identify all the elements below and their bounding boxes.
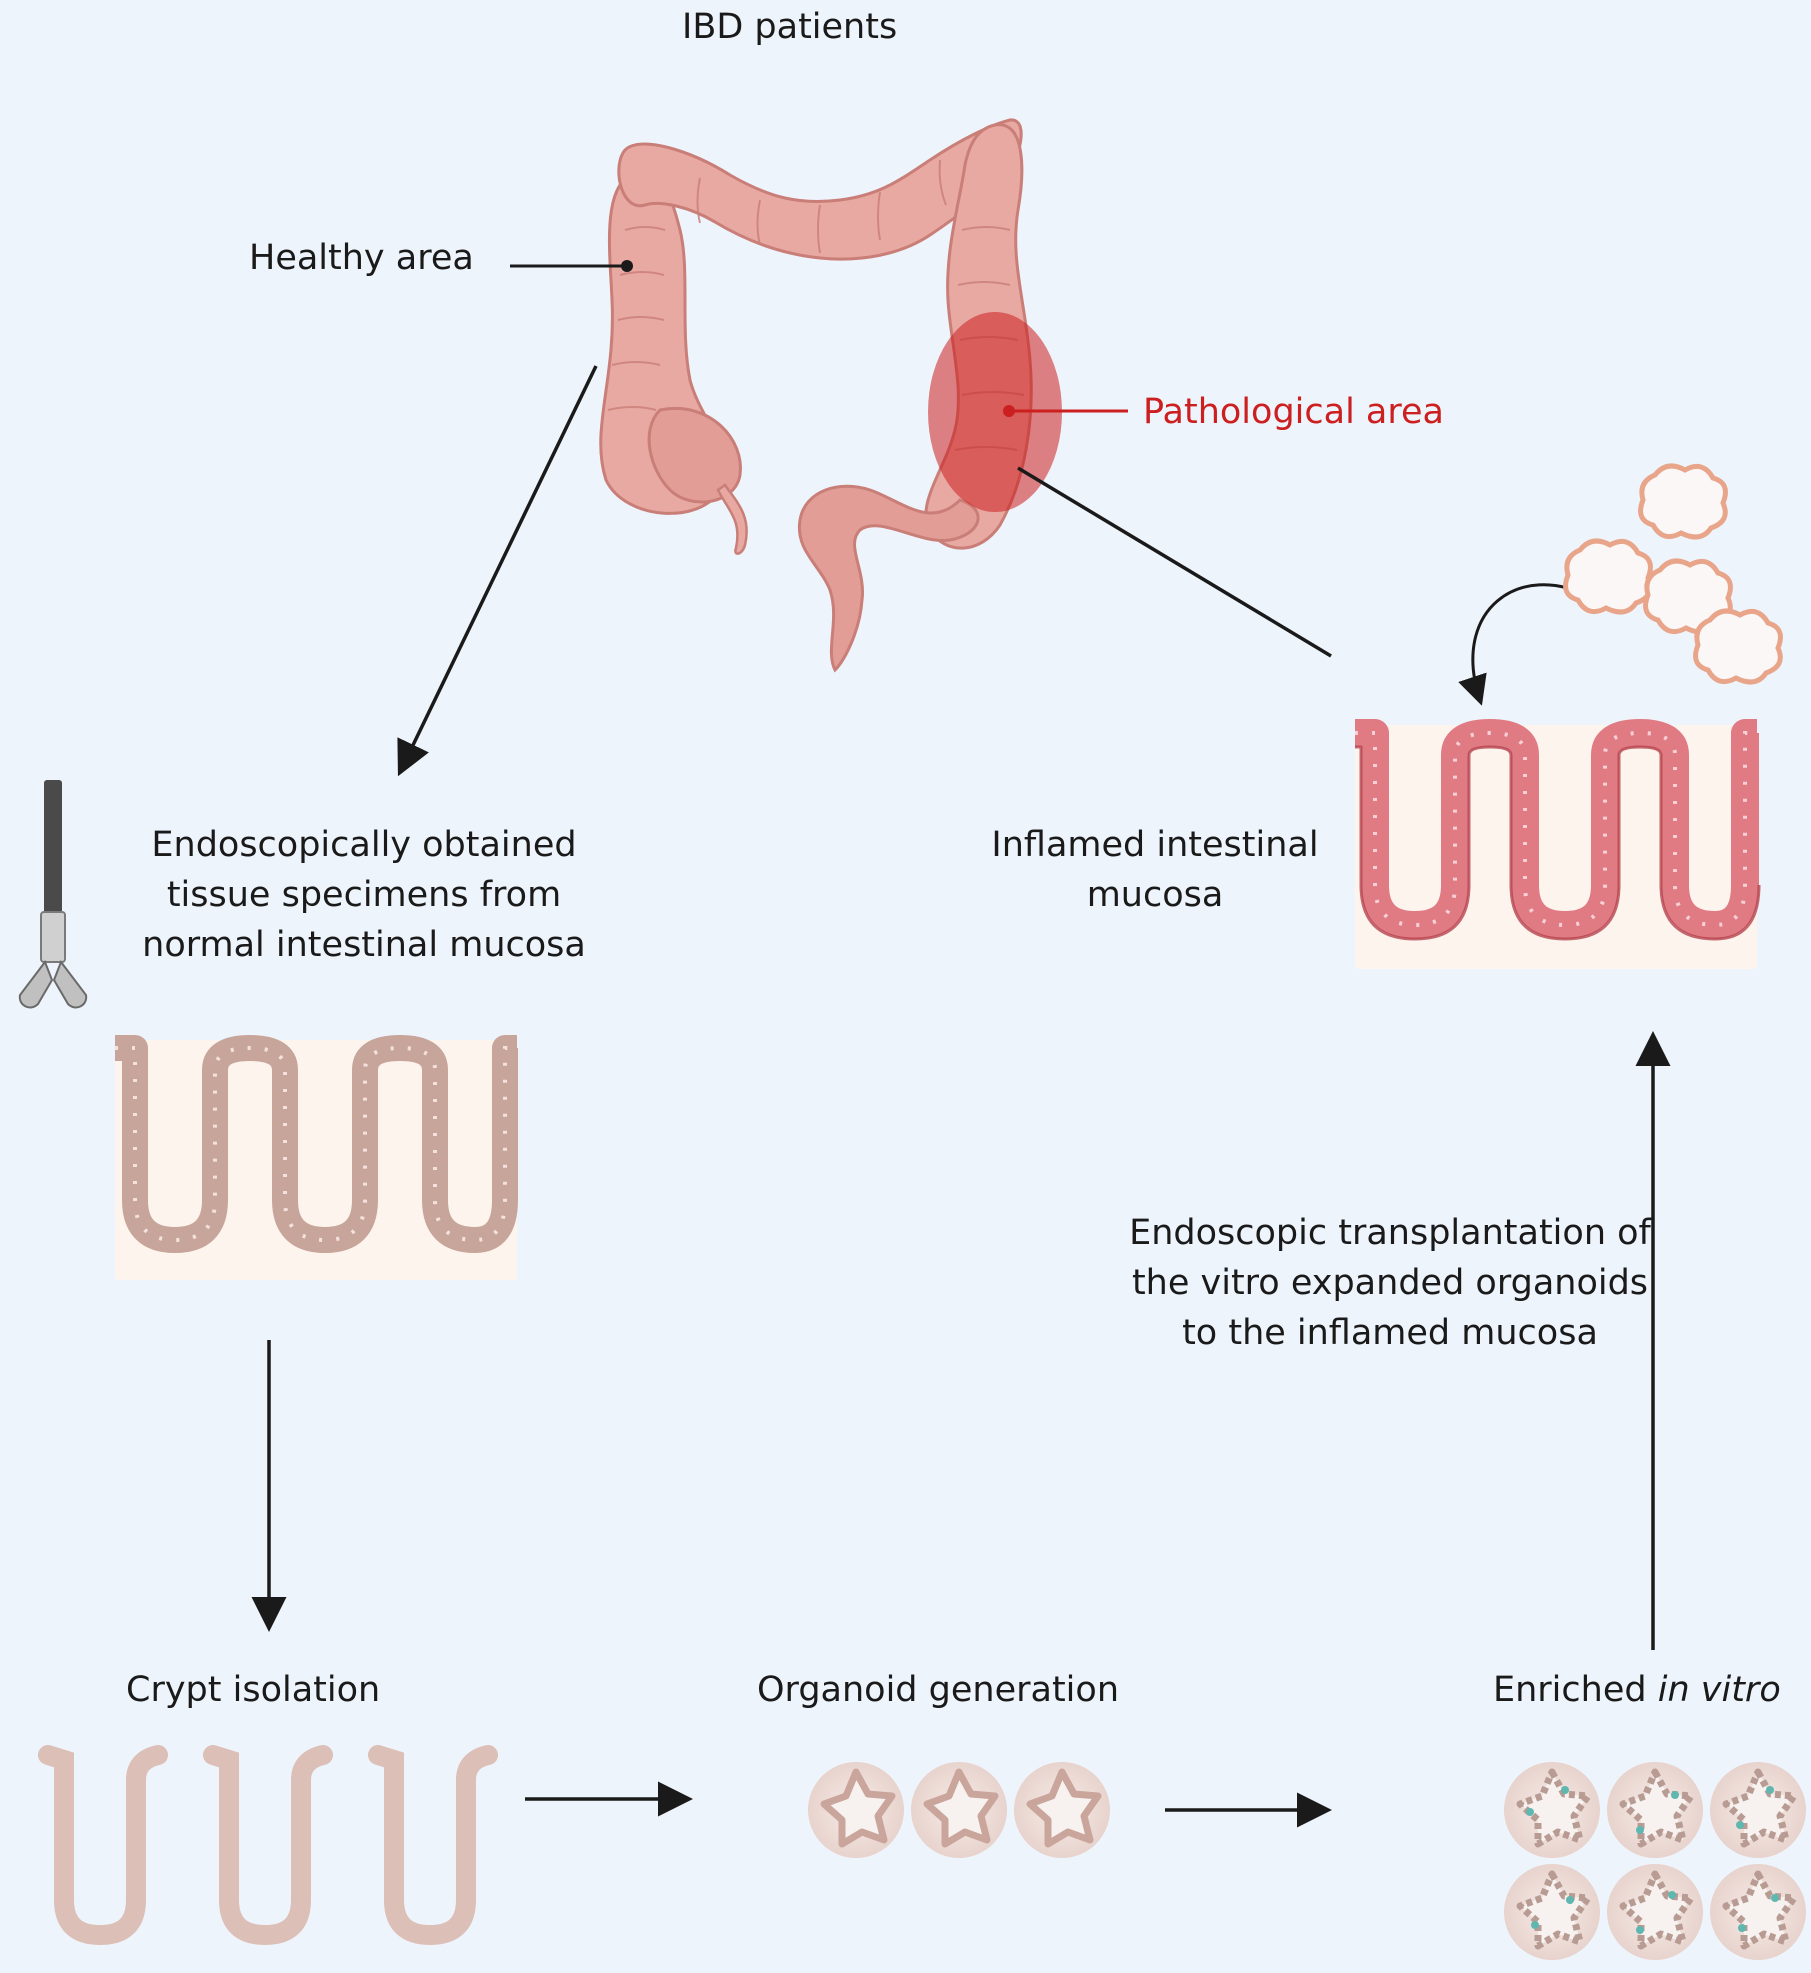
organoid-generation-illustration: [808, 1762, 1110, 1858]
label-inflamed-line-2: mucosa: [1086, 875, 1224, 915]
colon-illustration: [510, 118, 1128, 673]
pathological-area-marker: [928, 312, 1062, 512]
label-specimens: Endoscopically obtained tissue specimens…: [130, 820, 598, 970]
label-pathological-area: Pathological area: [1143, 392, 1444, 432]
transplant-organoids-cluster: [1563, 463, 1783, 685]
label-specimens-line-1: Endoscopically obtained: [151, 825, 577, 865]
arrow-colon-to-biopsy: [397, 365, 598, 777]
label-inflamed-mucosa: Inflamed intestinal mucosa: [975, 820, 1335, 920]
label-enriched-in-vitro: Enriched in vitro: [1493, 1665, 1781, 1715]
label-transplantation-line-3: to the inflamed mucosa: [1182, 1313, 1598, 1353]
label-transplantation-line-1: Endoscopic transplantation of: [1129, 1213, 1651, 1253]
inflamed-mucosa-illustration: [1355, 719, 1761, 969]
label-healthy-area: Healthy area: [249, 238, 474, 278]
label-enriched-prefix: Enriched: [1493, 1670, 1647, 1710]
label-enriched-italic: in vitro: [1657, 1670, 1781, 1710]
label-specimens-line-2: tissue specimens from: [166, 875, 562, 915]
enriched-organoids-illustration: [1504, 1762, 1806, 1960]
arrow-pathological-to-inflamed: [1017, 466, 1332, 658]
label-transplantation: Endoscopic transplantation of the vitro …: [1125, 1208, 1655, 1358]
label-inflamed-line-1: Inflamed intestinal: [991, 825, 1319, 865]
title-ibd-patients: IBD patients: [682, 7, 898, 47]
isolated-crypts-illustration: [38, 1745, 498, 1946]
label-crypt-isolation: Crypt isolation: [126, 1670, 381, 1710]
label-specimens-line-3: normal intestinal mucosa: [142, 925, 586, 965]
label-organoid-generation: Organoid generation: [757, 1670, 1119, 1710]
healthy-mucosa-illustration: [115, 1035, 518, 1280]
endoscope-forceps-icon: [18, 780, 88, 1009]
label-transplantation-line-2: the vitro expanded organoids: [1131, 1263, 1649, 1303]
arrow-organoids-to-mucosa: [1458, 583, 1591, 706]
